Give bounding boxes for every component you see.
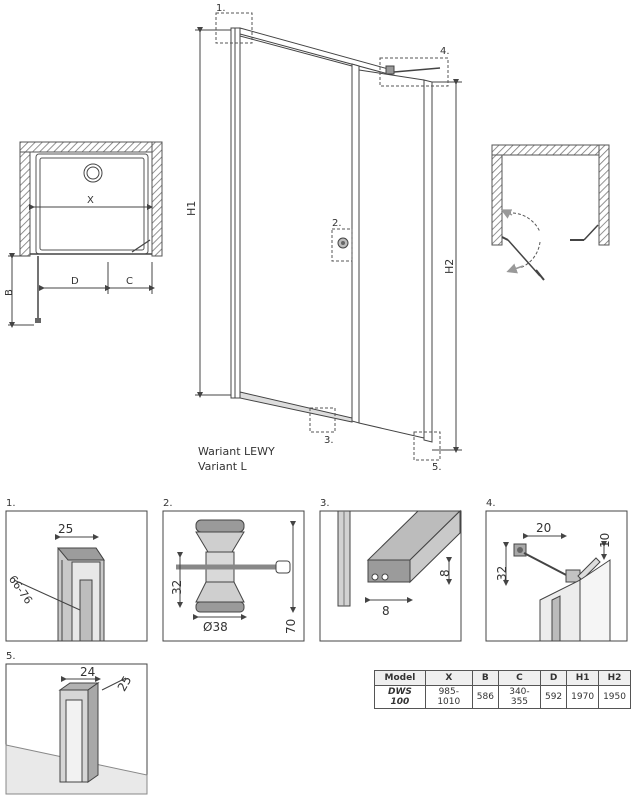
dim-h2-label: H2 xyxy=(443,259,456,274)
cell-model: DWS 100 xyxy=(374,685,426,709)
header-h2: H2 xyxy=(598,670,631,686)
cell-h2: 1950 xyxy=(598,685,631,709)
detail3-dim-a: 8 xyxy=(438,569,452,577)
table-header-row: Model X B C D H1 H2 xyxy=(374,670,631,686)
detail-2: 2. 32 Ø38 70 xyxy=(162,498,305,642)
dim-b-label: B xyxy=(4,289,15,296)
callout-5: 5. xyxy=(432,462,442,473)
variant-line1: Wariant LEWY xyxy=(198,445,275,458)
callout-3: 3. xyxy=(324,435,334,446)
detail4-dim-a: 20 xyxy=(536,521,551,535)
detail-5: 5. 24 25 xyxy=(5,651,148,795)
detail2-dim-a: 32 xyxy=(170,580,184,595)
detail3-dim-b: 8 xyxy=(382,604,390,618)
detail2-dim-c: 70 xyxy=(284,619,298,634)
detail-3: 3. 8 8 xyxy=(319,498,462,642)
cell-h1: 1970 xyxy=(566,685,600,709)
dim-d-label: D xyxy=(71,276,79,287)
door-elevation: H1 H2 1. 4. 2. 3. 5. xyxy=(185,3,462,473)
dimension-table: Model X B C D H1 H2 DWS 100 985-1010 586… xyxy=(374,670,631,709)
detail2-dim-b: Ø38 xyxy=(203,620,228,634)
dim-h1-label: H1 xyxy=(185,201,198,216)
callout-4: 4. xyxy=(440,46,450,57)
callout-2: 2. xyxy=(332,218,342,229)
cell-x: 985-1010 xyxy=(424,685,473,709)
header-d: D xyxy=(539,670,568,686)
detail-1: 1. 25 66-76 xyxy=(5,498,148,642)
dim-x-label: X xyxy=(87,195,94,206)
cell-b: 586 xyxy=(471,685,499,709)
cell-d: 592 xyxy=(539,685,568,709)
dim-c-label: C xyxy=(126,276,133,287)
detail5-num: 5. xyxy=(6,651,16,662)
detail5-dim-b: 25 xyxy=(115,673,135,693)
detail5-dim-a: 24 xyxy=(80,665,95,679)
detail4-num: 4. xyxy=(486,498,496,509)
variant-line2: Variant L xyxy=(198,460,248,473)
table-row: DWS 100 985-1010 586 340-355 592 1970 19… xyxy=(374,685,631,709)
swing-diagram xyxy=(491,144,610,281)
header-model: Model xyxy=(374,670,426,686)
plan-view: X B D C xyxy=(4,141,163,328)
detail-4: 4. 20 10 32 xyxy=(485,498,628,642)
cell-c: 340-355 xyxy=(497,685,541,709)
header-x: X xyxy=(424,670,473,686)
detail1-dim-a: 25 xyxy=(58,522,73,536)
detail3-num: 3. xyxy=(320,498,330,509)
detail1-num: 1. xyxy=(6,498,16,509)
callout-1: 1. xyxy=(216,3,226,14)
header-c: C xyxy=(497,670,541,686)
detail4-dim-c: 32 xyxy=(495,566,509,581)
detail1-dim-b: 66-76 xyxy=(6,573,35,607)
detail2-num: 2. xyxy=(163,498,173,509)
header-h1: H1 xyxy=(566,670,600,686)
header-b: B xyxy=(471,670,499,686)
detail4-dim-b: 10 xyxy=(598,533,612,548)
